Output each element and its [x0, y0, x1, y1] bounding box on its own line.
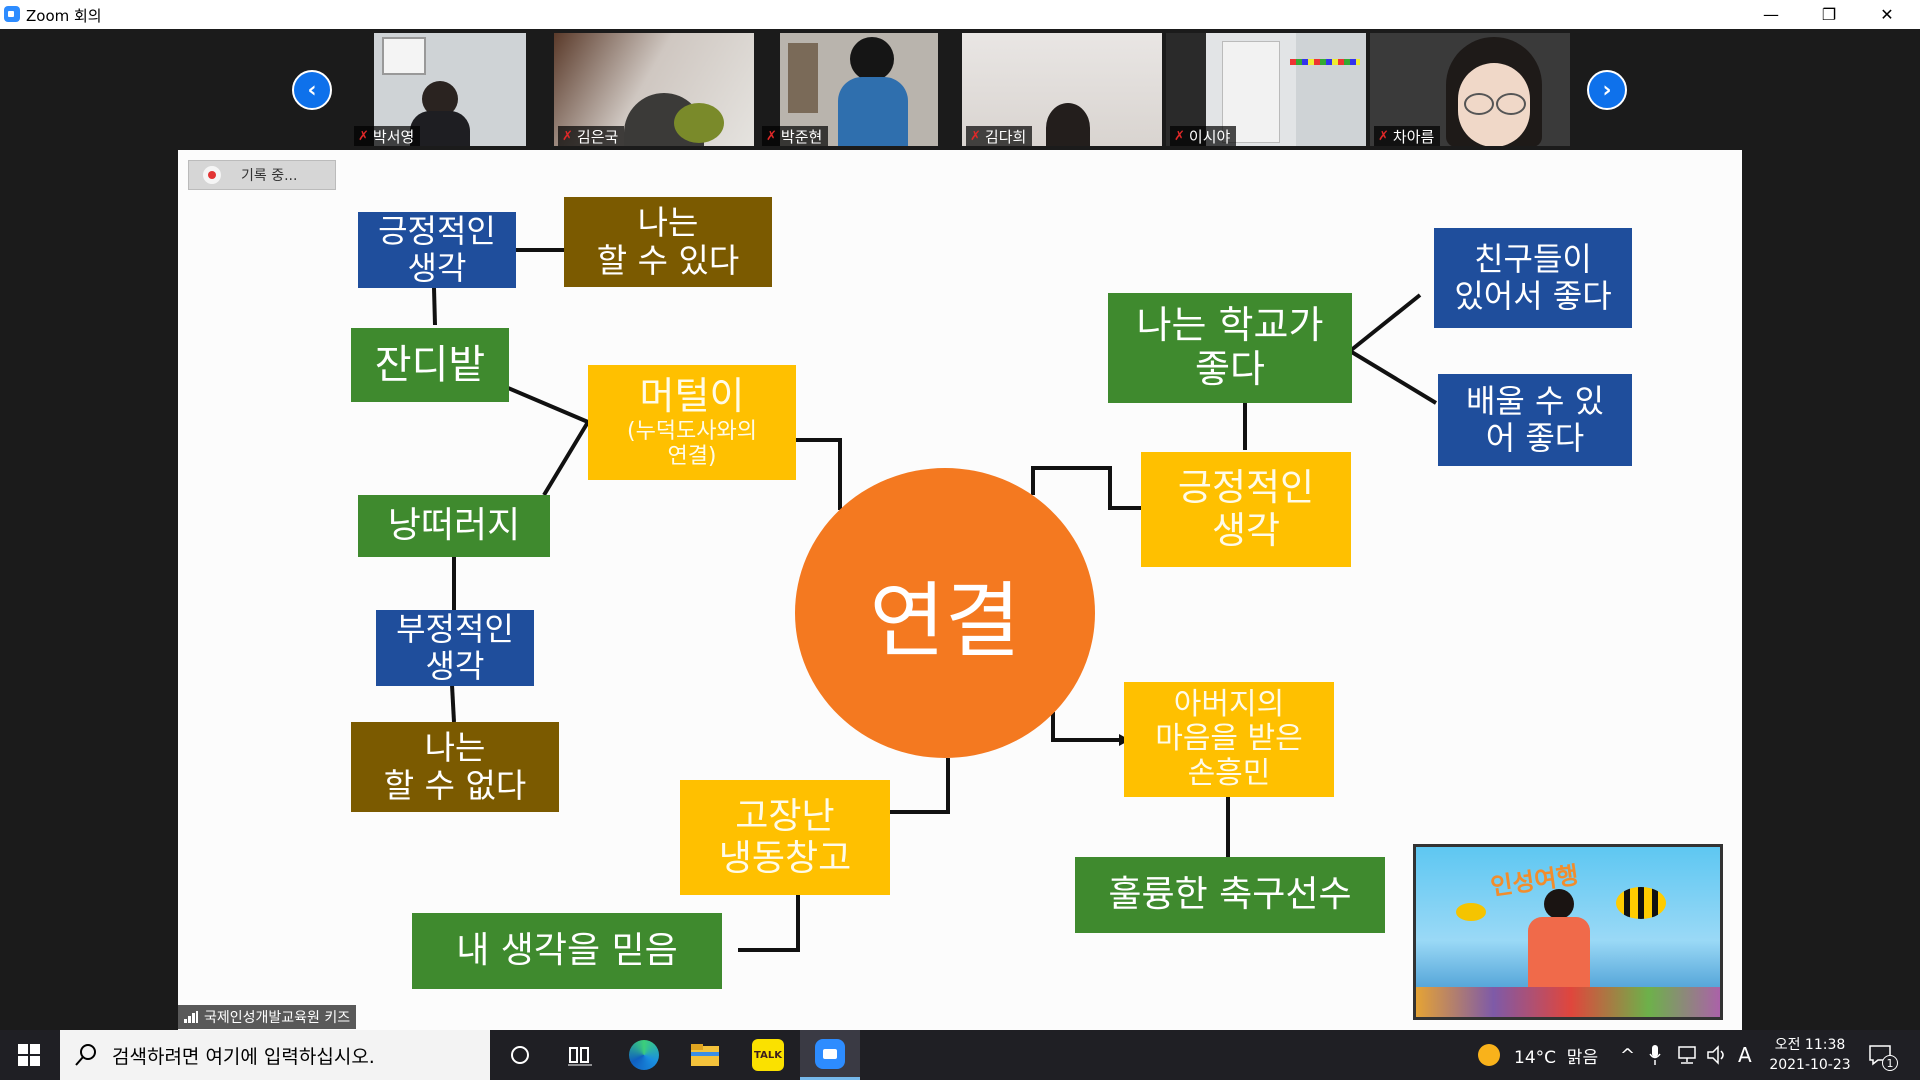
- presenter-head: [1544, 889, 1574, 919]
- windows-taskbar: 검색하려면 여기에 입력하십시오. TALK 14°C 맑음 ^ A 오전 11…: [0, 1030, 1920, 1080]
- chevron-right-icon: ›: [1602, 77, 1612, 103]
- node-muddy-title: 머털이: [639, 374, 745, 419]
- node-cliff: 낭떠러지: [358, 495, 550, 557]
- close-button[interactable]: ✕: [1880, 5, 1894, 24]
- muted-mic-icon: ✗: [766, 128, 777, 144]
- edge-browser-button[interactable]: [614, 1030, 674, 1080]
- restore-button[interactable]: ❐: [1821, 5, 1837, 24]
- clock-time: 오전 11:38: [1774, 1037, 1846, 1053]
- participant-nametag: ✗박서영: [354, 126, 421, 146]
- windows-logo-icon: [18, 1044, 40, 1066]
- node-muddy: 머털이 (누덕도사와의 연결): [588, 365, 796, 480]
- fish-decoration: [1616, 887, 1666, 919]
- muted-mic-icon: ✗: [358, 128, 369, 144]
- next-page-button[interactable]: ›: [1587, 70, 1627, 110]
- zoom-app-icon: [4, 6, 20, 22]
- presenter-video-thumbnail[interactable]: 인성여행: [1413, 844, 1723, 1020]
- chevron-up-icon: ^: [1620, 1044, 1636, 1066]
- volume-tray-button[interactable]: [1706, 1030, 1728, 1080]
- recording-label: 기록 중...: [241, 168, 298, 184]
- muted-mic-icon: ✗: [1378, 128, 1389, 144]
- recording-indicator[interactable]: 기록 중...: [188, 160, 336, 190]
- participant-tile[interactable]: ✗김은국: [554, 33, 754, 146]
- folder-icon: [691, 1044, 719, 1066]
- muted-mic-icon: ✗: [562, 128, 573, 144]
- window-title: Zoom 회의: [26, 7, 102, 25]
- taskbar-search-box[interactable]: 검색하려면 여기에 입력하십시오.: [60, 1030, 490, 1080]
- show-hidden-icons-button[interactable]: ^: [1620, 1030, 1635, 1080]
- participant-nametag: ✗김다희: [966, 126, 1033, 146]
- notification-center-button[interactable]: 1: [1868, 1030, 1908, 1080]
- presenter-body: [1528, 917, 1590, 987]
- participant-tile[interactable]: ✗이시야: [1166, 33, 1366, 146]
- notification-icon: [1869, 1045, 1891, 1066]
- node-positive-thought-left: 긍정적인 생각: [358, 212, 516, 288]
- cloud-record-icon: [203, 166, 221, 184]
- task-view-icon: [568, 1047, 592, 1066]
- notification-count: 1: [1882, 1055, 1898, 1071]
- window-title-bar: Zoom 회의 — ❐ ✕: [0, 0, 1920, 29]
- speaker-icon: [1707, 1045, 1724, 1065]
- channel-name: 국제인성개발교육원 키즈: [204, 1010, 351, 1026]
- shared-screen: 기록 중... 긍정적인 생각 나는 할 수 있다 잔디밭 머털이 (누덕도사와…: [178, 150, 1742, 1030]
- task-view-button[interactable]: [550, 1030, 610, 1080]
- muted-mic-icon: ✗: [970, 128, 981, 144]
- node-negative-thought: 부정적인 생각: [376, 610, 534, 686]
- edge-icon: [629, 1040, 659, 1070]
- participant-nametag: ✗이시야: [1170, 126, 1237, 146]
- participant-tile[interactable]: ✗박준현: [758, 33, 958, 146]
- participant-nametag: ✗차아름: [1374, 126, 1441, 146]
- center-node-connection: 연결: [795, 468, 1095, 758]
- fish-decoration: [1456, 903, 1486, 921]
- signal-bars-icon: [184, 1011, 198, 1023]
- node-muddy-subtitle: (누덕도사와의 연결): [626, 419, 758, 470]
- participant-video: [554, 33, 754, 146]
- channel-watermark: 국제인성개발교육원 키즈: [178, 1005, 357, 1029]
- clock[interactable]: 오전 11:38 2021-10-23: [1768, 1030, 1852, 1080]
- start-button[interactable]: [0, 1030, 58, 1080]
- participant-video: [962, 33, 1162, 146]
- participant-video: [1370, 33, 1570, 146]
- file-explorer-button[interactable]: [675, 1030, 735, 1080]
- zoom-icon: [815, 1038, 845, 1069]
- network-tray-button[interactable]: [1676, 1030, 1698, 1080]
- cortana-button[interactable]: [490, 1030, 550, 1080]
- participant-filmstrip: ‹ ✗박서영 ✗김은국 ✗박준현 ✗김다희: [0, 29, 1920, 150]
- network-icon: [1678, 1046, 1696, 1064]
- node-i-can: 나는 할 수 있다: [564, 197, 772, 287]
- node-i-like-school: 나는 학교가 좋다: [1108, 293, 1352, 403]
- microphone-tray-button[interactable]: [1648, 1030, 1662, 1080]
- microphone-icon: [1649, 1045, 1661, 1065]
- node-learning: 배울 수 있 어 좋다: [1438, 374, 1632, 466]
- chevron-left-icon: ‹: [307, 77, 317, 103]
- zoom-taskbar-button[interactable]: [800, 1030, 860, 1080]
- node-believe-my-thought: 내 생각을 믿음: [412, 913, 722, 989]
- kakaotalk-icon: TALK: [752, 1039, 784, 1071]
- participant-tile[interactable]: ✗김다희: [962, 33, 1162, 146]
- participant-tile[interactable]: ✗박서영: [350, 33, 550, 146]
- weather-text: 14°C 맑음: [1514, 1047, 1599, 1068]
- coral-decoration: [1416, 987, 1720, 1017]
- node-broken-fridge: 고장난 냉동창고: [680, 780, 890, 895]
- search-placeholder: 검색하려면 여기에 입력하십시오.: [112, 1045, 375, 1068]
- participant-tile[interactable]: ✗차아름: [1370, 33, 1570, 146]
- cortana-circle-icon: [511, 1046, 529, 1064]
- minimize-button[interactable]: —: [1763, 5, 1779, 24]
- node-i-cannot: 나는 할 수 없다: [351, 722, 559, 812]
- prev-page-button[interactable]: ‹: [292, 70, 332, 110]
- node-positive-thought-right: 긍정적인 생각: [1141, 452, 1351, 567]
- clock-date: 2021-10-23: [1769, 1057, 1851, 1073]
- participant-nametag: ✗박준현: [762, 126, 829, 146]
- sun-icon: [1478, 1044, 1500, 1066]
- node-great-soccer-player: 훌륭한 축구선수: [1075, 857, 1385, 933]
- ime-indicator[interactable]: A: [1738, 1043, 1752, 1067]
- muted-mic-icon: ✗: [1174, 128, 1185, 144]
- weather-widget[interactable]: 14°C 맑음: [1478, 1030, 1598, 1080]
- node-friends: 친구들이 있어서 좋다: [1434, 228, 1632, 328]
- node-son-heung-min: 아버지의 마음을 받은 손흥민: [1124, 682, 1334, 797]
- node-grass-field: 잔디밭: [351, 328, 509, 402]
- kakaotalk-button[interactable]: TALK: [738, 1030, 798, 1080]
- participant-nametag: ✗김은국: [558, 126, 625, 146]
- search-icon: [75, 1044, 96, 1066]
